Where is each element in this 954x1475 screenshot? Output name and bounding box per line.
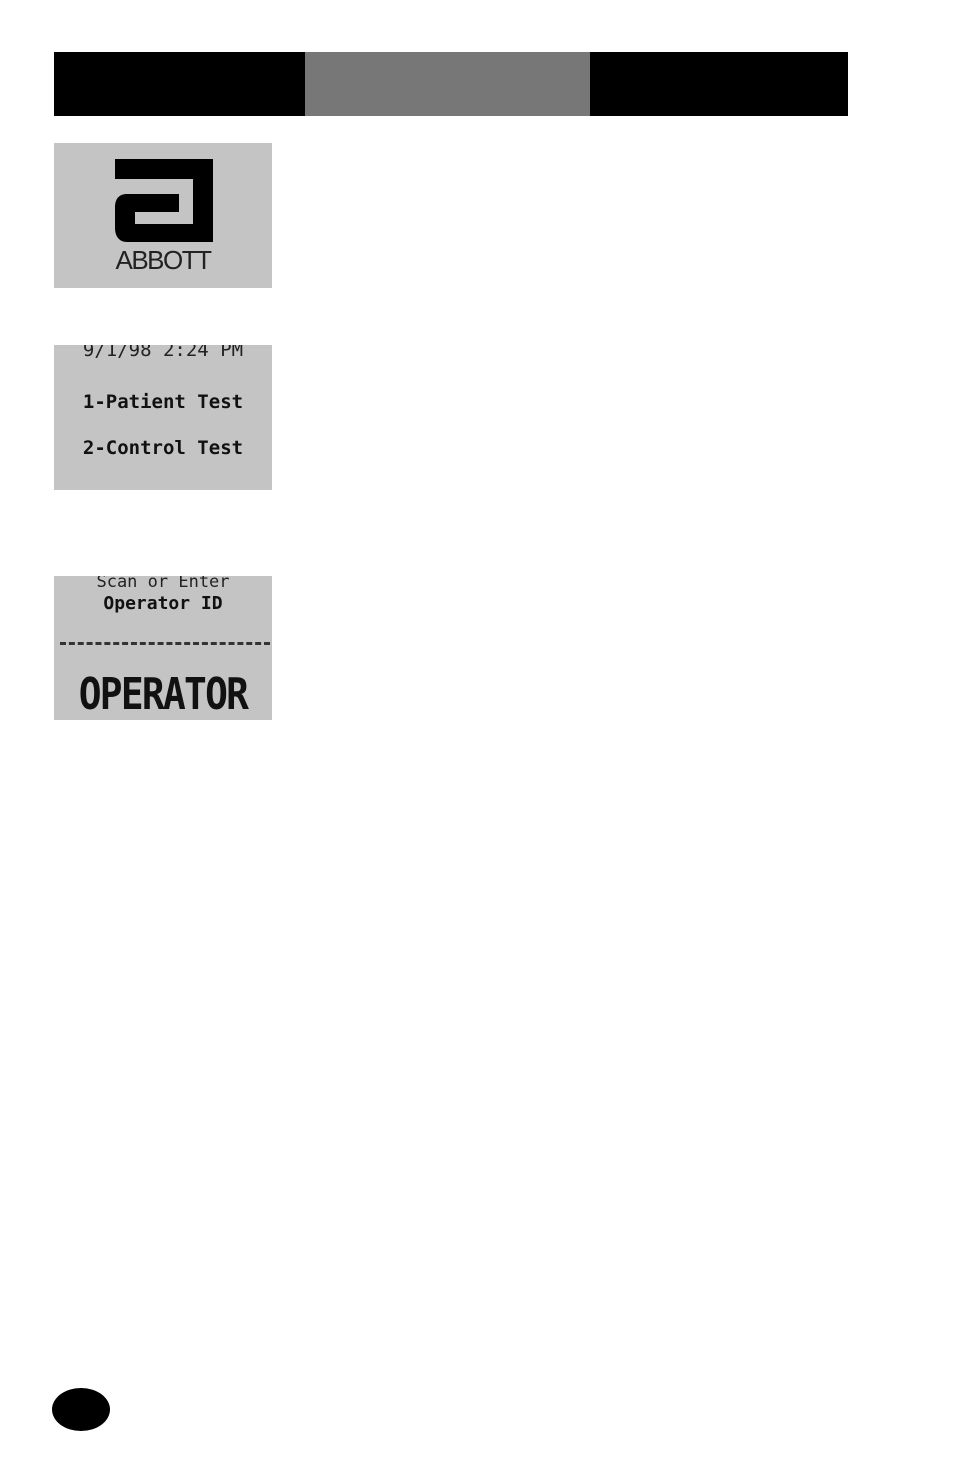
datetime-readout: 9/1/98 2:24 PM [82, 345, 244, 361]
brand-text: ABBOTT [115, 245, 212, 275]
operator-prompt-line1: Scan or Enter [96, 576, 230, 592]
menu-item-patient-test[interactable]: 1-Patient Test [82, 391, 244, 413]
header-segment-middle [305, 52, 590, 116]
operator-prompt-line2: Operator ID [103, 593, 223, 614]
header-segment-right [590, 52, 848, 116]
black-oval-icon [52, 1388, 110, 1431]
lcd-screen-operator: Scan or Enter Operator ID OPERATOR [54, 576, 272, 720]
abbott-logo-icon [115, 159, 213, 242]
lcd-screen-logo: ABBOTT [54, 143, 272, 288]
menu-item-control-test[interactable]: 2-Control Test [82, 437, 244, 459]
operator-banner: OPERATOR [78, 669, 249, 720]
lcd-screen-menu: 9/1/98 2:24 PM 1-Patient Test 2-Control … [54, 345, 272, 490]
header-bar [54, 52, 848, 116]
operator-id-entry-field[interactable] [60, 642, 270, 645]
header-segment-left [54, 52, 305, 116]
